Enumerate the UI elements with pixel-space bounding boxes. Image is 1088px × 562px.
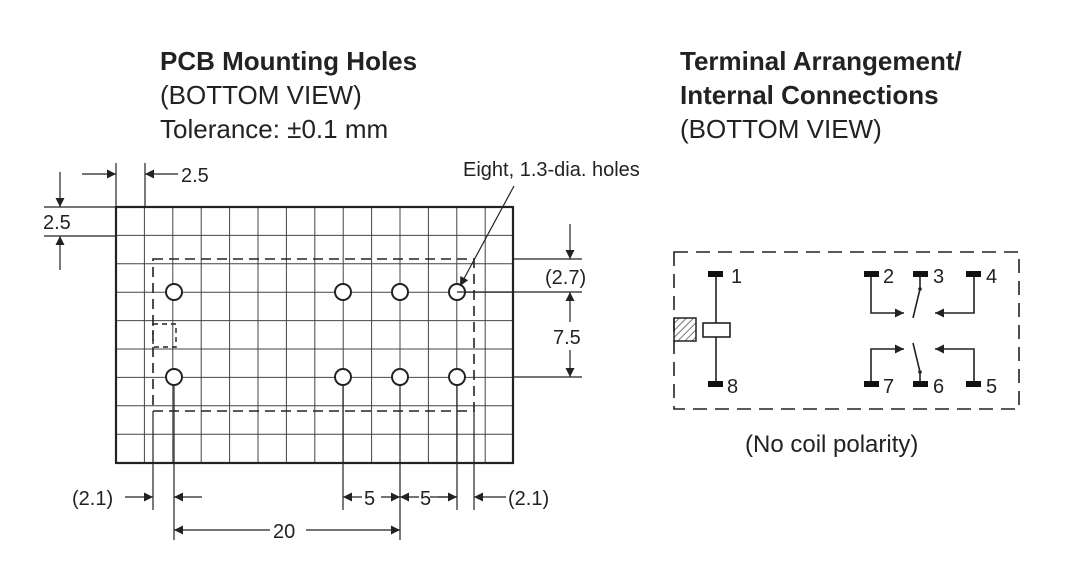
- dim-left-pitch-label: 2.5: [43, 212, 71, 234]
- pin-pad: [708, 271, 723, 277]
- pcb-holes-title: PCB Mounting Holes: [160, 46, 418, 76]
- contact-set-upper: [870, 277, 975, 319]
- pcb-holes-view: (BOTTOM VIEW): [160, 80, 362, 110]
- pin-label-3: 3: [933, 266, 944, 288]
- pin-pad: [913, 271, 928, 277]
- polarity-note: (No coil polarity): [745, 431, 918, 458]
- pin-pad: [864, 271, 879, 277]
- pin-pad: [708, 381, 723, 387]
- dim-gap-b-label: 5: [420, 488, 431, 510]
- contact-pivot: [918, 370, 922, 374]
- coil-circuit: [702, 277, 731, 381]
- pin-pad: [966, 381, 981, 387]
- terminal-pins: [708, 271, 981, 387]
- coil-marker-outline: [152, 323, 177, 348]
- pin-label-8: 8: [727, 376, 738, 398]
- dim-right-vertical: [457, 224, 582, 378]
- dim-right-offset-label: (2.1): [508, 488, 549, 510]
- dim-row-spacing-label: 7.5: [553, 327, 581, 349]
- dim-top-pitch-label: 2.5: [181, 165, 209, 187]
- hole: [391, 283, 409, 301]
- dim-left-pitch: [44, 172, 116, 270]
- pin-label-6: 6: [933, 376, 944, 398]
- dim-left-offset-label: (2.1): [72, 488, 113, 510]
- dim-top-pitch: [82, 163, 178, 207]
- mounting-holes: [165, 283, 466, 386]
- hole: [391, 368, 409, 386]
- coil-symbol: [702, 322, 731, 338]
- contact-pivot: [918, 287, 922, 291]
- dim-gap-a-label: 5: [364, 488, 375, 510]
- coil-mark: [673, 317, 697, 342]
- terminal-view: (BOTTOM VIEW): [680, 114, 882, 144]
- pin-label-7: 7: [883, 376, 894, 398]
- terminal-title-line1: Terminal Arrangement/: [680, 46, 962, 76]
- dim-span-label: 20: [273, 521, 295, 543]
- hole: [165, 283, 183, 301]
- pcb-holes-heading: PCB Mounting Holes (BOTTOM VIEW) Toleran…: [160, 44, 417, 146]
- dim-top-offset-label: (2.7): [545, 267, 586, 289]
- pin-pad: [864, 381, 879, 387]
- pin-label-1: 1: [731, 266, 742, 288]
- pin-pad: [913, 381, 928, 387]
- dim-bottom: [125, 385, 506, 540]
- pin-label-5: 5: [986, 376, 997, 398]
- pcb-holes-tolerance: Tolerance: ±0.1 mm: [160, 114, 389, 144]
- hole: [334, 368, 352, 386]
- hole: [165, 368, 183, 386]
- hole: [334, 283, 352, 301]
- pin-label-2: 2: [883, 266, 894, 288]
- hole: [448, 368, 466, 386]
- terminal-heading: Terminal Arrangement/ Internal Connectio…: [680, 44, 962, 146]
- pin-pad: [966, 271, 981, 277]
- terminal-title-line2: Internal Connections: [680, 80, 939, 110]
- pin-label-4: 4: [986, 266, 997, 288]
- pcb-grid: [116, 207, 513, 463]
- holes-note: Eight, 1.3-dia. holes: [463, 159, 640, 181]
- contact-set-lower: [870, 342, 975, 381]
- pcb-outline: [114, 205, 515, 465]
- holes-leader: [459, 185, 515, 287]
